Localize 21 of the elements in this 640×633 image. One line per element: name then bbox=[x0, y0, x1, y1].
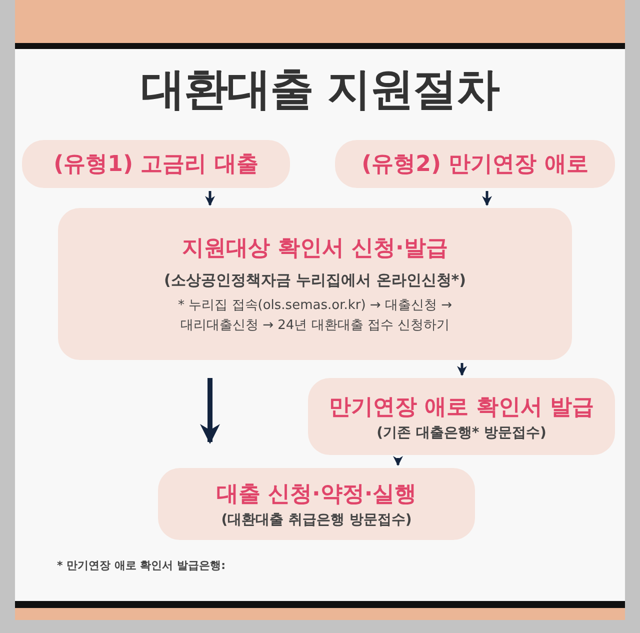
heading-text: 지원대상 확인서 신청·발급 bbox=[182, 235, 448, 263]
heading-text: 만기연장 애로 확인서 발급 bbox=[329, 394, 594, 422]
step-box bbox=[308, 378, 615, 455]
arrow bbox=[205, 191, 215, 206]
step-box bbox=[22, 140, 290, 188]
step-box bbox=[58, 208, 572, 360]
step-box bbox=[335, 140, 615, 188]
heading-text: 대출 신청·약정·실행 bbox=[216, 481, 417, 509]
subheading-text: (대환대출 취급은행 방문접수) bbox=[221, 511, 412, 529]
footnote: * 만기연장 애로 확인서 발급은행: bbox=[57, 558, 226, 573]
subheading-text: (소상공인정책자금 누리집에서 온라인신청*) bbox=[164, 271, 466, 290]
heading-text: (유형2) 만기연장 애로 bbox=[362, 151, 588, 179]
subheading-text: (기존 대출은행* 방문접수) bbox=[376, 424, 546, 442]
arrow bbox=[393, 456, 403, 466]
arrow bbox=[482, 191, 492, 206]
arrow bbox=[457, 363, 467, 376]
step-box bbox=[158, 468, 475, 540]
heading-text: (유형1) 고금리 대출 bbox=[54, 151, 258, 179]
title: 대환대출 지원절차 bbox=[140, 63, 500, 117]
detail-text: * 누리집 접속(ols.semas.or.kr) → 대출신청 → 대리대출신청 → 24년 대환대출 접수 신청하기 bbox=[177, 297, 453, 334]
arrow bbox=[200, 378, 220, 444]
